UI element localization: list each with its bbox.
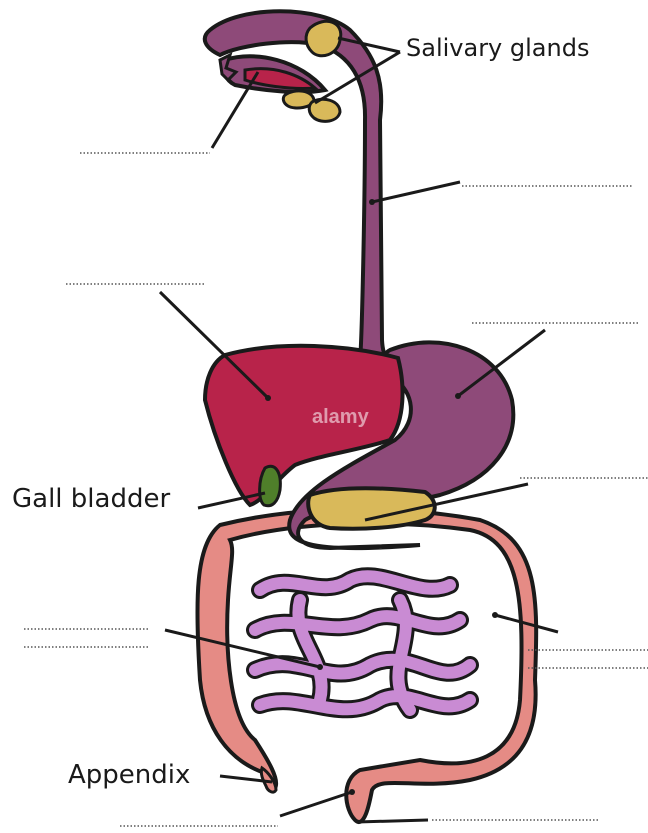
label-gall-bladder: Gall bladder <box>12 484 170 514</box>
leader-esophagus <box>372 182 460 202</box>
leader-rectum <box>280 792 352 816</box>
gall-bladder <box>260 466 281 506</box>
watermark: alamy <box>312 406 369 429</box>
label-salivary-glands: Salivary glands <box>406 34 589 62</box>
label-appendix: Appendix <box>68 760 190 790</box>
salivary-gland-upper <box>306 21 341 55</box>
leader-anus <box>357 820 428 822</box>
salivary-gland-lower-right <box>309 99 340 121</box>
